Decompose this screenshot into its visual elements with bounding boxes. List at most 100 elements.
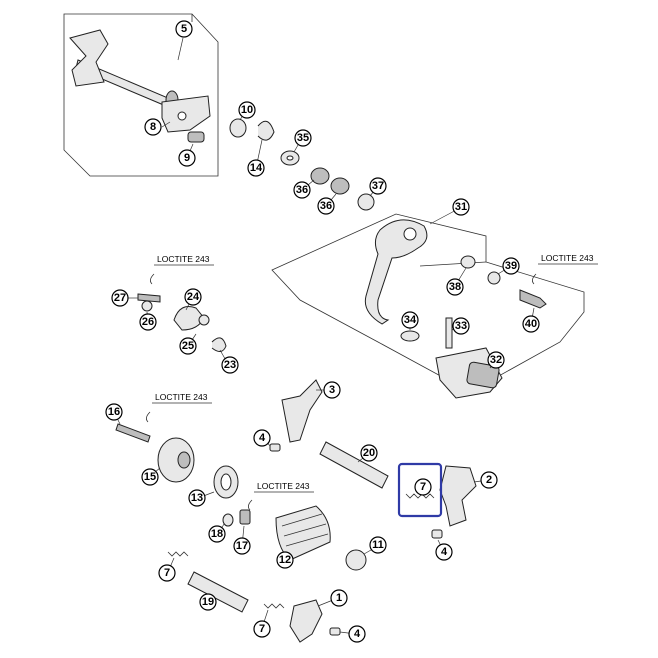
svg-text:4: 4: [259, 432, 266, 444]
callout-4b: 4: [435, 543, 453, 561]
svg-text:11: 11: [372, 539, 384, 551]
svg-text:4: 4: [441, 546, 448, 558]
callout-23: 23: [221, 356, 239, 374]
selection-highlight-box: [397, 462, 443, 518]
callout-10: 10: [238, 101, 256, 119]
svg-text:37: 37: [372, 180, 384, 192]
callout-37: 37: [369, 177, 387, 195]
callout-15: 15: [141, 468, 159, 486]
callout-32: 32: [487, 351, 505, 369]
svg-text:34: 34: [404, 314, 417, 326]
spring-7a: [405, 493, 435, 499]
svg-text:35: 35: [297, 132, 309, 144]
callout-25: 25: [179, 337, 197, 355]
svg-text:20: 20: [363, 447, 375, 459]
part-11: [345, 549, 367, 571]
svg-text:5: 5: [181, 23, 187, 35]
bolt-40: [519, 289, 547, 309]
shift-shaft-group: [63, 13, 375, 211]
svg-text:17: 17: [236, 540, 248, 552]
shift-drum-cam-15: [157, 437, 195, 483]
svg-text:19: 19: [202, 596, 214, 608]
shift-drum-locating-group: [137, 273, 227, 352]
callouts: 5 8 9 10 14 35 36 36 37 31 38 39 40 33 3…: [105, 20, 540, 643]
part-14: [257, 120, 275, 141]
fork-rail-19: [187, 571, 249, 613]
shift-lever: [364, 219, 428, 325]
bearing-36b: [330, 177, 350, 195]
callout-11: 11: [369, 536, 387, 554]
loctite-drop-1: [150, 273, 155, 285]
svg-text:26: 26: [142, 316, 154, 328]
callout-36b: 36: [317, 197, 335, 215]
svg-text:8: 8: [150, 121, 156, 133]
callout-35: 35: [294, 129, 312, 147]
callout-4a: 4: [253, 429, 271, 447]
callout-16: 16: [105, 403, 123, 421]
pin-4b: [431, 529, 443, 539]
callout-7c: 7: [253, 620, 271, 638]
svg-text:4: 4: [354, 628, 361, 640]
callout-34: 34: [401, 311, 419, 329]
shift-lever-group: [271, 213, 585, 399]
svg-text:36: 36: [320, 200, 332, 212]
svg-text:12: 12: [279, 554, 291, 566]
shift-lever-box: [271, 213, 585, 393]
callout-1: 1: [330, 589, 348, 607]
screw-16: [115, 423, 151, 443]
pin-4c: [329, 627, 341, 636]
svg-text:9: 9: [184, 152, 190, 164]
callout-27: 27: [111, 289, 129, 307]
part-37: [357, 193, 375, 211]
callout-26: 26: [139, 313, 157, 331]
callout-39: 39: [502, 257, 520, 275]
part-10: [229, 118, 247, 138]
shift-drum-12: [275, 505, 331, 561]
spring-9: [187, 131, 205, 143]
svg-text:33: 33: [455, 320, 467, 332]
callout-40: 40: [522, 315, 540, 333]
callout-7a: 7: [414, 478, 432, 496]
loctite-label-3: LOCTITE 243: [155, 392, 208, 402]
svg-text:2: 2: [486, 474, 492, 486]
svg-text:24: 24: [187, 291, 200, 303]
callout-5: 5: [175, 20, 193, 38]
callout-38: 38: [446, 278, 464, 296]
shift-fork-3: [281, 379, 323, 443]
spring-7c: [263, 603, 285, 609]
svg-text:18: 18: [211, 528, 223, 540]
callout-4c: 4: [348, 625, 366, 643]
part-26: [141, 300, 153, 312]
svg-text:31: 31: [455, 201, 467, 213]
callout-14: 14: [247, 159, 265, 177]
callout-24: 24: [184, 288, 202, 306]
callout-33: 33: [452, 317, 470, 335]
callout-13: 13: [188, 489, 206, 507]
svg-text:10: 10: [241, 104, 253, 116]
fork-rail-20: [319, 441, 389, 489]
bearing-36a: [310, 167, 330, 185]
svg-text:3: 3: [329, 384, 335, 396]
shift-fork-2: [439, 465, 477, 527]
svg-text:15: 15: [144, 471, 156, 483]
callout-19: 19: [199, 593, 217, 611]
callout-8: 8: [144, 118, 162, 136]
bolt-27: [137, 293, 161, 303]
svg-text:38: 38: [449, 281, 461, 293]
callout-9: 9: [178, 149, 196, 167]
svg-text:14: 14: [250, 162, 263, 174]
svg-text:40: 40: [525, 318, 537, 330]
shift-fork-1: [289, 599, 323, 643]
svg-text:7: 7: [420, 481, 426, 493]
shift-drum-group: [115, 379, 477, 643]
svg-text:27: 27: [114, 292, 126, 304]
shift-shaft-bracket: [69, 29, 109, 87]
svg-text:39: 39: [505, 260, 517, 272]
pin-33: [445, 317, 453, 349]
loctite-label-1: LOCTITE 243: [157, 254, 210, 264]
callout-31: 31: [452, 198, 470, 216]
svg-text:25: 25: [182, 340, 194, 352]
svg-text:23: 23: [224, 359, 236, 371]
